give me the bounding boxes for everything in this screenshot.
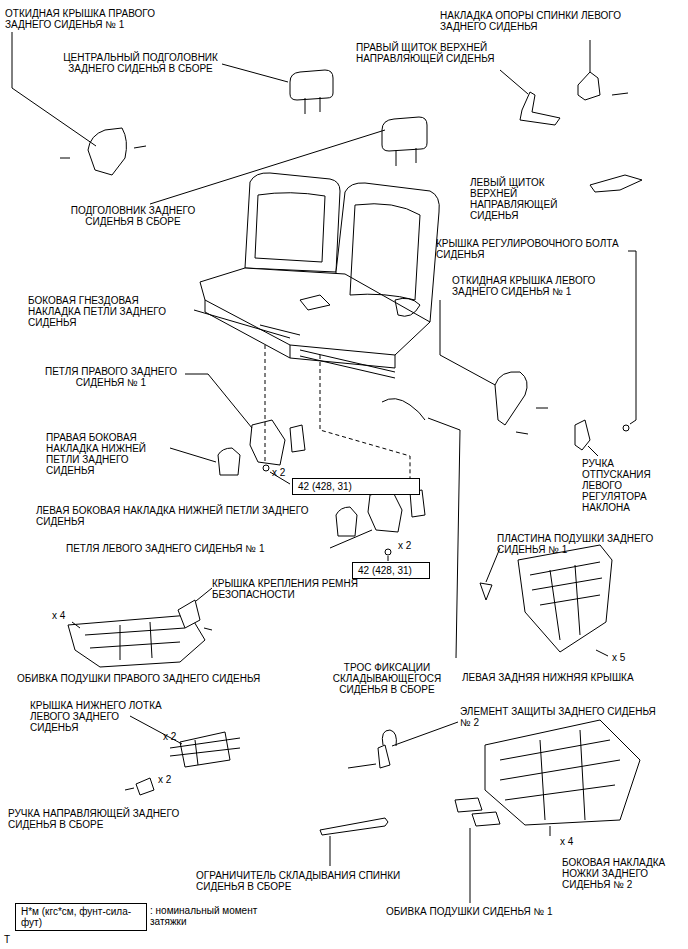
part-label: НАКЛАДКА ОПОРЫ СПИНКИ ЛЕВОГО ЗАДНЕГО СИД… <box>440 10 640 32</box>
part-label: РУЧКА ОТПУСКАНИЯ ЛЕВОГО РЕГУЛЯТОРА НАКЛО… <box>582 458 682 513</box>
part-label: КРЫШКА КРЕПЛЕНИЯ РЕМНЯ БЕЗОПАСНОСТИ <box>212 578 377 600</box>
quantity-mark: x 4 <box>560 836 590 847</box>
torque-value: 42 (428, 31) <box>358 565 412 576</box>
part-label: ЦЕНТРАЛЬНЫЙ ПОДГОЛОВНИК ЗАДНЕГО СИДЕНЬЯ … <box>58 52 223 74</box>
part-label: ПОДГОЛОВНИК ЗАДНЕГО СИДЕНЬЯ В СБОРЕ <box>58 205 208 227</box>
part-label: БОКОВАЯ НАКЛАДКА НОЖКИ ЗАДНЕГО СИДЕНЬЯ №… <box>562 857 680 890</box>
torque-box: 42 (428, 31) <box>352 562 430 579</box>
part-label: ПЕТЛЯ ЛЕВОГО ЗАДНЕГО СИДЕНЬЯ № 1 <box>66 543 336 554</box>
quantity-mark: x 2 <box>272 467 302 478</box>
part-label: ПЕТЛЯ ПРАВОГО ЗАДНЕГО СИДЕНЬЯ № 1 <box>36 366 186 388</box>
quantity-mark: x 2 <box>158 774 188 785</box>
part-label: РУЧКА НАПРАВЛЯЮЩЕЙ ЗАДНЕГО СИДЕНЬЯ В СБО… <box>8 808 183 830</box>
part-label: ЛЕВАЯ БОКОВАЯ НАКЛАДКА НИЖНЕЙ ПЕТЛИ ЗАДН… <box>36 505 326 527</box>
part-label: ПРАВЫЙ ЩИТОК ВЕРХНЕЙ НАПРАВЛЯЮЩЕЙ СИДЕНЬ… <box>356 42 516 64</box>
part-label: ОБИВКА ПОДУШКИ ПРАВОГО ЗАДНЕГО СИДЕНЬЯ <box>17 673 277 684</box>
part-label: ПЛАСТИНА ПОДУШКИ ЗАДНЕГО СИДЕНЬЯ № 1 <box>497 533 682 555</box>
part-label: ОТКИДНАЯ КРЫШКА ЛЕВОГО ЗАДНЕГО СИДЕНЬЯ №… <box>452 275 627 297</box>
part-label: ОГРАНИЧИТЕЛЬ СКЛАДЫВАНИЯ СПИНКИ СИДЕНЬЯ … <box>196 870 416 892</box>
part-label: : номинальный момент затяжки <box>150 905 280 927</box>
part-label: ЛЕВЫЙ ЩИТОК ВЕРХНЕЙ НАПРАВЛЯЮЩЕЙ СИДЕНЬЯ <box>470 177 570 221</box>
torque-value: 42 (428, 31) <box>298 481 352 492</box>
unit-legend-box: Н*м (кгс*см, фунт-сила-фут) <box>15 903 147 931</box>
torque-value: Н*м (кгс*см, фунт-сила-фут) <box>21 906 141 928</box>
part-label: КРЫШКА НИЖНЕГО ЛОТКА ЛЕВОГО ЗАДНЕГО СИДЕ… <box>30 700 170 733</box>
part-label: ОТКИДНАЯ КРЫШКА ПРАВОГО ЗАДНЕГО СИДЕНЬЯ … <box>5 8 170 30</box>
part-label: ЭЛЕМЕНТ ЗАЩИТЫ ЗАДНЕГО СИДЕНЬЯ № 2 <box>460 706 660 728</box>
part-label: ТРОС ФИКСАЦИИ СКЛАДЫВАЮЩЕГОСЯ СИДЕНЬЯ В … <box>312 662 462 695</box>
part-label: T <box>4 934 24 945</box>
part-label: ЛЕВАЯ ЗАДНЯЯ НИЖНЯЯ КРЫШКА <box>462 672 682 683</box>
quantity-mark: x 4 <box>52 610 82 621</box>
quantity-mark: x 5 <box>612 652 642 663</box>
part-label: ОБИВКА ПОДУШКИ СИДЕНЬЯ № 1 <box>386 906 586 917</box>
part-label: КРЫШКА РЕГУЛИРОВОЧНОГО БОЛТА СИДЕНЬЯ <box>436 238 641 260</box>
quantity-mark: x 2 <box>163 731 193 742</box>
quantity-mark: x 2 <box>398 540 428 551</box>
part-label: ПРАВАЯ БОКОВАЯ НАКЛАДКА НИЖНЕЙ ПЕТЛИ ЗАД… <box>46 432 171 476</box>
torque-box: 42 (428, 31) <box>292 478 420 495</box>
part-label: БОКОВАЯ ГНЕЗДОВАЯ НАКЛАДКА ПЕТЛИ ЗАДНЕГО… <box>28 295 193 328</box>
